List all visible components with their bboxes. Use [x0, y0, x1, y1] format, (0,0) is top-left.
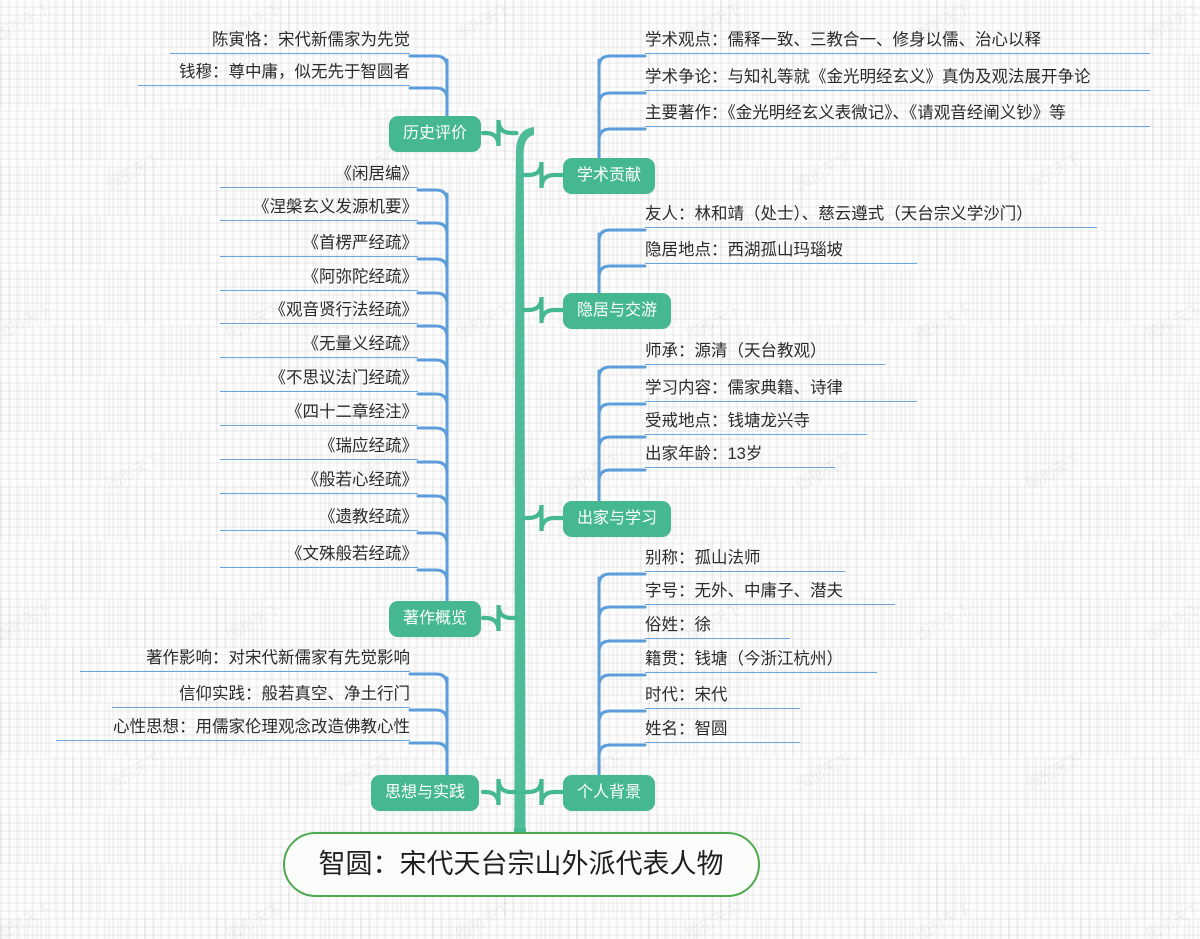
branch-connector [521, 296, 566, 324]
leaf-connector-group [597, 365, 647, 505]
leaf-item[interactable]: 受戒地点：钱塘龙兴寺 [645, 413, 867, 435]
leaf-item[interactable]: 《闲居编》 [220, 166, 418, 188]
leaf-connector-group [597, 572, 647, 779]
leaf-branch [597, 91, 647, 106]
branch-connector [521, 778, 566, 806]
leaf-branch [597, 127, 647, 142]
leaf-branch [597, 264, 647, 279]
leaf-item[interactable]: 陈寅恪：宋代新儒家为先觉 [170, 32, 410, 54]
leaf-branch [416, 188, 449, 203]
leaf-item[interactable]: 著作影响：对宋代新儒家有先觉影响 [80, 650, 410, 672]
leaf-branch [597, 402, 647, 417]
branch-node-label: 出家与学习 [577, 510, 658, 527]
branch-node-history-evaluation[interactable]: 历史评价 [389, 116, 482, 152]
leaf-connector-group [408, 672, 449, 779]
branch-connector [480, 604, 519, 632]
leaf-branch [416, 392, 449, 407]
leaf-item[interactable]: 《文殊般若经疏》 [220, 546, 418, 568]
leaf-connector-group [597, 54, 647, 162]
root-node-label: 智圆：宋代天台宗山外派代表人物 [318, 848, 724, 879]
leaf-item[interactable]: 字号：无外、中庸子、潜夫 [645, 583, 895, 605]
leaf-item[interactable]: 时代：宋代 [645, 687, 800, 709]
branch-connector [521, 504, 566, 532]
leaf-branch [408, 86, 449, 101]
branch-node-label: 学术贡献 [577, 167, 642, 184]
leaf-branch [597, 743, 647, 758]
leaf-branch [416, 358, 449, 373]
leaf-branch [408, 54, 449, 69]
branch-node-seclusion-and-friendship[interactable]: 隐居与交游 [563, 293, 672, 329]
leaf-connector-group [597, 228, 647, 297]
leaf-branch [416, 494, 449, 509]
trunk-spine [514, 127, 534, 836]
leaf-branch [408, 741, 449, 756]
root-node[interactable]: 智圆：宋代天台宗山外派代表人物 [282, 831, 760, 897]
leaf-branch [416, 291, 449, 306]
leaf-item[interactable]: 姓名：智圆 [645, 721, 800, 743]
branch-node-works-overview[interactable]: 著作概览 [389, 601, 482, 637]
branch-node-label: 历史评价 [403, 125, 468, 142]
leaf-branch [408, 708, 449, 723]
leaf-branch [416, 460, 449, 475]
leaf-branch [597, 54, 647, 69]
leaf-item[interactable]: 《般若心经疏》 [220, 472, 418, 494]
leaf-branch [597, 468, 647, 483]
leaf-item[interactable]: 隐居地点：西湖孤山玛瑙坡 [645, 242, 917, 264]
branch-connector [480, 778, 519, 806]
leaf-branch [597, 435, 647, 450]
leaf-item[interactable]: 俗姓：徐 [645, 617, 790, 639]
leaf-branch [408, 672, 449, 687]
branch-node-label: 个人背景 [577, 784, 642, 801]
leaf-item[interactable]: 心性思想：用儒家伦理观念改造佛教心性 [56, 719, 410, 741]
leaf-item[interactable]: 《阿弥陀经疏》 [220, 269, 418, 291]
leaf-item[interactable]: 《遗教经疏》 [220, 509, 418, 531]
branch-node-label: 著作概览 [403, 610, 468, 627]
leaf-item[interactable]: 师承：源清（天台教观） [645, 343, 885, 365]
branch-connector [521, 161, 566, 189]
leaf-item[interactable]: 《不思议法门经疏》 [220, 370, 418, 392]
leaf-item[interactable]: 《首楞严经疏》 [220, 235, 418, 257]
leaf-branch [416, 257, 449, 272]
leaf-item[interactable]: 信仰实践：般若真空、净土行门 [112, 686, 410, 708]
leaf-item[interactable]: 主要著作：《金光明经玄义表微记》、《请观音经阐义钞》等 [645, 105, 1150, 127]
leaf-branch [597, 709, 647, 724]
branch-node-monastic-life-and-study[interactable]: 出家与学习 [563, 501, 672, 537]
leaf-item[interactable]: 学习内容：儒家典籍、诗律 [645, 380, 917, 402]
leaf-item[interactable]: 籍贯：钱塘（今浙江杭州） [645, 651, 877, 673]
leaf-item[interactable]: 友人：林和靖（处士）、慈云遵式（天台宗义学沙门） [645, 206, 1097, 228]
leaf-item[interactable]: 别称：孤山法师 [645, 550, 845, 572]
leaf-branch [597, 572, 647, 587]
leaf-branch [416, 324, 449, 339]
branch-node-personal-background[interactable]: 个人背景 [563, 775, 656, 811]
leaf-branch [597, 365, 647, 380]
leaf-item[interactable]: 《无量义经疏》 [220, 336, 418, 358]
branch-node-label: 隐居与交游 [577, 302, 658, 319]
leaf-branch [416, 568, 449, 583]
leaf-item[interactable]: 《瑞应经疏》 [220, 438, 418, 460]
leaf-item[interactable]: 学术争论：与知礼等就《金光明经玄义》真伪及观法展开争论 [645, 69, 1150, 91]
branch-node-label: 思想与实践 [385, 784, 466, 801]
leaf-branch [416, 221, 449, 236]
leaf-connector-group [408, 54, 449, 120]
leaf-item[interactable]: 出家年龄：13岁 [645, 446, 835, 468]
leaf-branch [597, 228, 647, 243]
leaf-connector-group [416, 188, 449, 605]
leaf-branch [597, 639, 647, 654]
leaf-item[interactable]: 钱穆：尊中庸，似无先于智圆者 [138, 64, 410, 86]
leaf-branch [416, 531, 449, 546]
branch-node-academic-contribution[interactable]: 学术贡献 [563, 158, 656, 194]
leaf-item[interactable]: 《四十二章经注》 [220, 404, 418, 426]
leaf-item[interactable]: 学术观点：儒释一致、三教合一、修身以儒、治心以释 [645, 32, 1150, 54]
leaf-branch [597, 673, 647, 688]
branch-connector [480, 119, 519, 147]
leaf-item[interactable]: 《涅槃玄义发源机要》 [220, 199, 418, 221]
leaf-branch [597, 605, 647, 620]
leaf-item[interactable]: 《观音贤行法经疏》 [220, 302, 418, 324]
branch-node-thought-and-practice[interactable]: 思想与实践 [371, 775, 480, 811]
leaf-branch [416, 426, 449, 441]
